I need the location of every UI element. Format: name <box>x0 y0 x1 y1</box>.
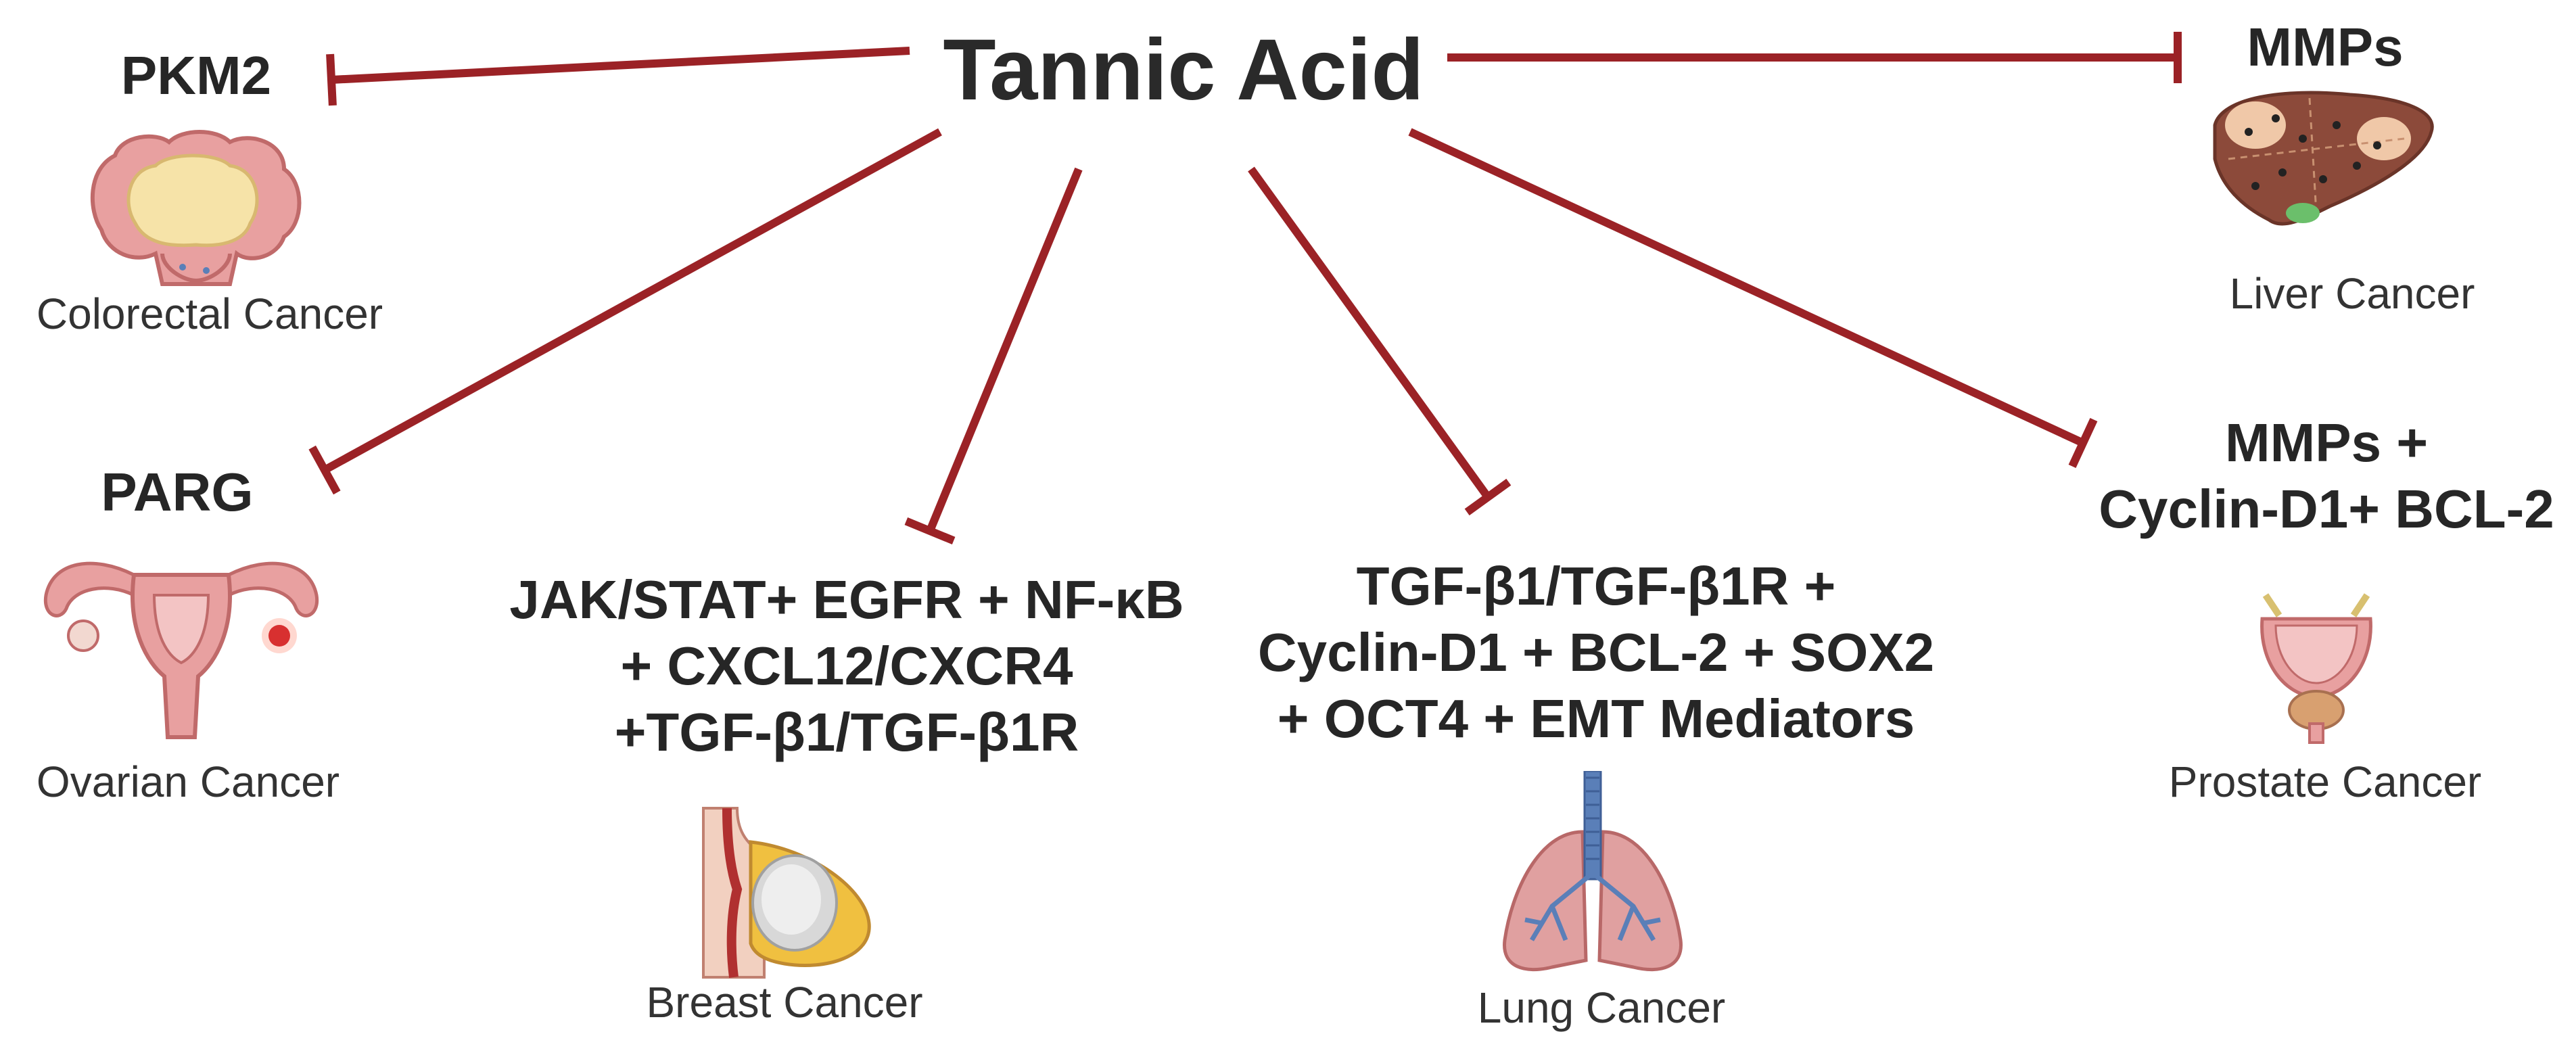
breast-target-line: JAK/STAT+ EGFR + NF-κB <box>509 569 1184 630</box>
inhibition-bar <box>2068 417 2098 469</box>
liver-icon <box>2213 91 2434 226</box>
ovarian-target: PARG <box>101 462 254 522</box>
lungs-icon <box>1503 771 1683 972</box>
inhibition-bar <box>326 53 337 106</box>
colorectal-target: PKM2 <box>120 45 272 106</box>
colorectal-label: Colorectal Cancer <box>36 289 383 338</box>
arrow-to-colorectal <box>326 47 910 106</box>
liver-label: Liver Cancer <box>2229 269 2475 318</box>
inhibition-bar <box>308 445 341 495</box>
inhibition-bar <box>904 517 956 545</box>
prostate-targets: MMPs + Cyclin-D1+ BCL-2 <box>2099 410 2554 542</box>
arrow-to-lung <box>1248 166 1512 516</box>
arrow-to-breast <box>904 167 1083 545</box>
arrow-to-prostate <box>1408 128 2098 469</box>
breast-target-line: + CXCL12/CXCR4 <box>620 636 1073 696</box>
arrow-shaft <box>1408 128 2085 447</box>
lung-label: Lung Cancer <box>1477 983 1726 1032</box>
arrow-shaft <box>1248 166 1491 500</box>
prostate-icon <box>2260 593 2372 744</box>
page-title: Tannic Acid <box>943 22 1424 118</box>
inhibition-bar <box>1464 478 1512 516</box>
prostate-label: Prostate Cancer <box>2168 757 2482 806</box>
breast-target-line: +TGF-β1/TGF-β1R <box>614 702 1079 762</box>
uterus-icon <box>43 561 319 739</box>
lung-target-line: TGF-β1/TGF-β1R + <box>1356 556 1836 616</box>
lung-targets: TGF-β1/TGF-β1R + Cyclin-D1 + BCL-2 + SOX… <box>1258 553 1934 752</box>
arrow-shaft <box>323 128 942 474</box>
prostate-target-line: MMPs + <box>2224 413 2429 473</box>
breast-targets: JAK/STAT+ EGFR + NF-κB + CXCL12/CXCR4 +T… <box>509 567 1184 766</box>
arrow-to-liver <box>1447 32 2182 83</box>
lung-target-line: + OCT4 + EMT Mediators <box>1277 688 1915 749</box>
arrow-to-ovarian <box>308 128 942 495</box>
breast-icon <box>702 807 871 979</box>
liver-target: MMPs <box>2247 17 2404 77</box>
colon-icon <box>90 130 302 286</box>
arrow-shaft <box>926 167 1083 533</box>
breast-label: Breast Cancer <box>646 978 923 1027</box>
arrow-shaft <box>331 47 910 84</box>
lung-target-line: Cyclin-D1 + BCL-2 + SOX2 <box>1257 622 1935 682</box>
ovarian-label: Ovarian Cancer <box>36 757 340 806</box>
prostate-target-line: Cyclin-D1+ BCL-2 <box>2099 479 2554 539</box>
